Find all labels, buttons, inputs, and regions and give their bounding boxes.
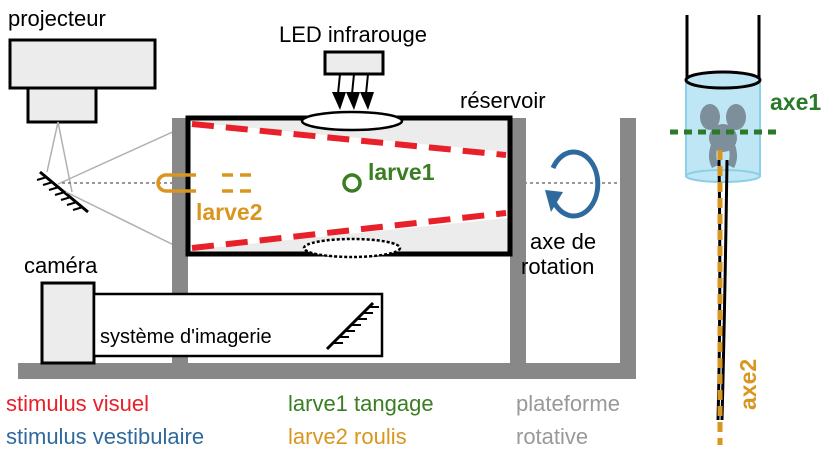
circular-arrow-icon	[545, 149, 601, 219]
legend-larva1-pitch: larve1 tangage	[288, 391, 434, 416]
larva1-marker	[342, 173, 362, 193]
imaging-system-label: système d'imagerie	[100, 326, 272, 348]
projection-rays	[57, 124, 189, 253]
larva1-label: larve1	[368, 159, 435, 185]
led-label: LED infrarouge	[279, 22, 427, 47]
legend-vestibular-stimulus: stimulus vestibulaire	[6, 424, 204, 449]
imaging-mirror-icon	[325, 301, 379, 351]
rotation-axis-label-1: axe de	[530, 229, 596, 254]
legend-platform-1: plateforme	[516, 391, 620, 416]
tank-label: réservoir	[460, 88, 546, 113]
projector	[8, 38, 157, 124]
hatched-mirror-icon	[36, 170, 89, 214]
camera-label: caméra	[24, 253, 98, 278]
infrared-led	[323, 50, 385, 110]
legend-visual-stimulus: stimulus visuel	[6, 391, 149, 416]
axis1-label: axe1	[770, 89, 821, 115]
rotation-axis-label-2: rotation	[521, 254, 594, 279]
legend-platform-2: rotative	[516, 424, 588, 449]
larva2-marker	[156, 173, 256, 193]
rotating-platform	[18, 118, 636, 379]
axis2-label: axe2	[735, 359, 761, 410]
larva-closeup	[670, 15, 778, 445]
legend-larva2-roll: larve2 roulis	[288, 424, 407, 449]
bottom-lens	[302, 237, 402, 259]
visual-stimulus-bottom	[191, 210, 507, 251]
tank	[185, 115, 513, 257]
projector-label: projecteur	[8, 6, 106, 31]
camera	[40, 281, 96, 365]
larva2-label: larve2	[196, 199, 263, 225]
visual-stimulus-top	[191, 121, 507, 158]
projector-light-rays	[46, 121, 73, 193]
infrared-rays-icon	[332, 73, 374, 110]
imaging-system	[92, 292, 384, 358]
top-lens	[300, 110, 404, 132]
